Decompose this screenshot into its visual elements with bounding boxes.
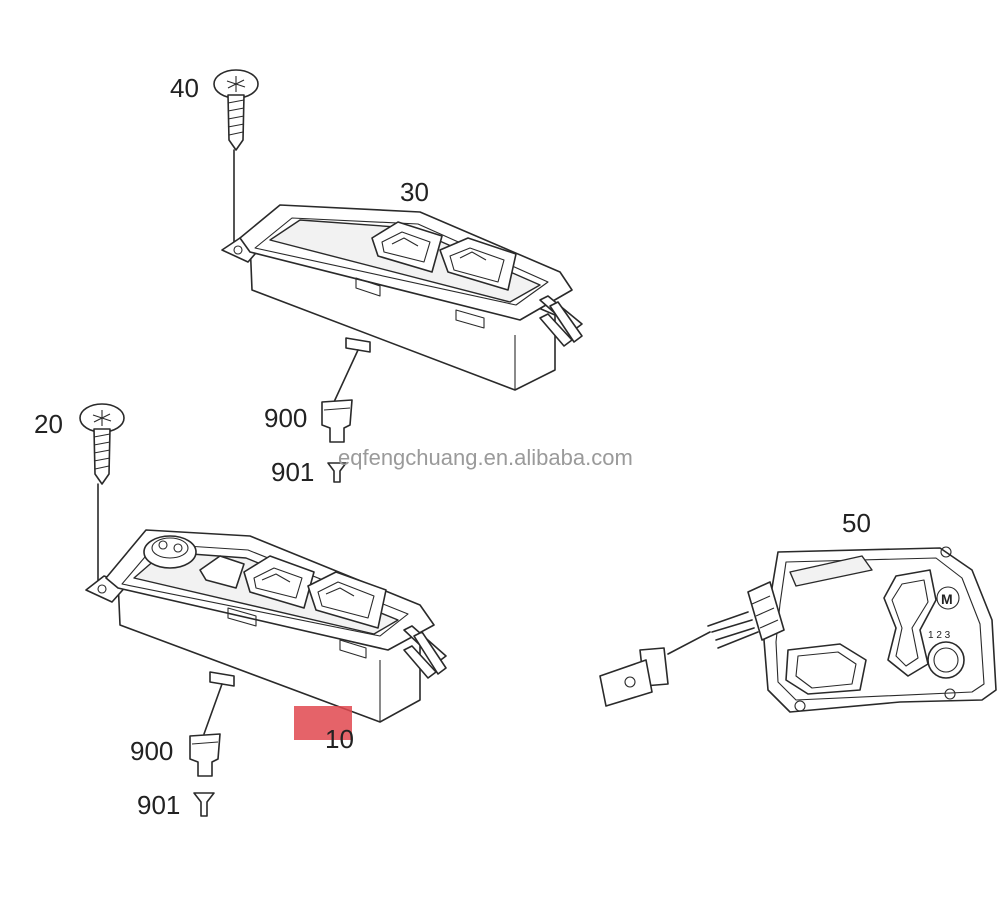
knob-position-marks: 1 2 3 [928, 630, 951, 641]
memory-label: M [941, 591, 953, 607]
clip-900-upper [321, 399, 353, 443]
part-label-20: 20 [34, 409, 63, 439]
clip-900-lower [189, 733, 221, 777]
part-label-30: 30 [400, 177, 429, 207]
part-label-40: 40 [170, 73, 199, 103]
screw-20 [79, 403, 125, 581]
part-label-50: 50 [842, 508, 871, 538]
part-label-901-lower: 901 [137, 790, 180, 820]
pin-901-upper [327, 462, 347, 483]
watermark: eqfengchuang.en.alibaba.com [338, 445, 633, 470]
pin-901-lower [193, 792, 215, 817]
control-module-50: M 1 2 3 [599, 546, 997, 713]
screw-40 [213, 69, 259, 246]
window-switch-10 [85, 529, 447, 735]
part-label-10: 10 [325, 724, 354, 754]
part-label-901-upper: 901 [271, 457, 314, 487]
highlight-marker [294, 706, 352, 740]
part-label-900-lower: 900 [130, 736, 173, 766]
window-switch-30 [221, 204, 583, 403]
part-label-900-upper: 900 [264, 403, 307, 433]
